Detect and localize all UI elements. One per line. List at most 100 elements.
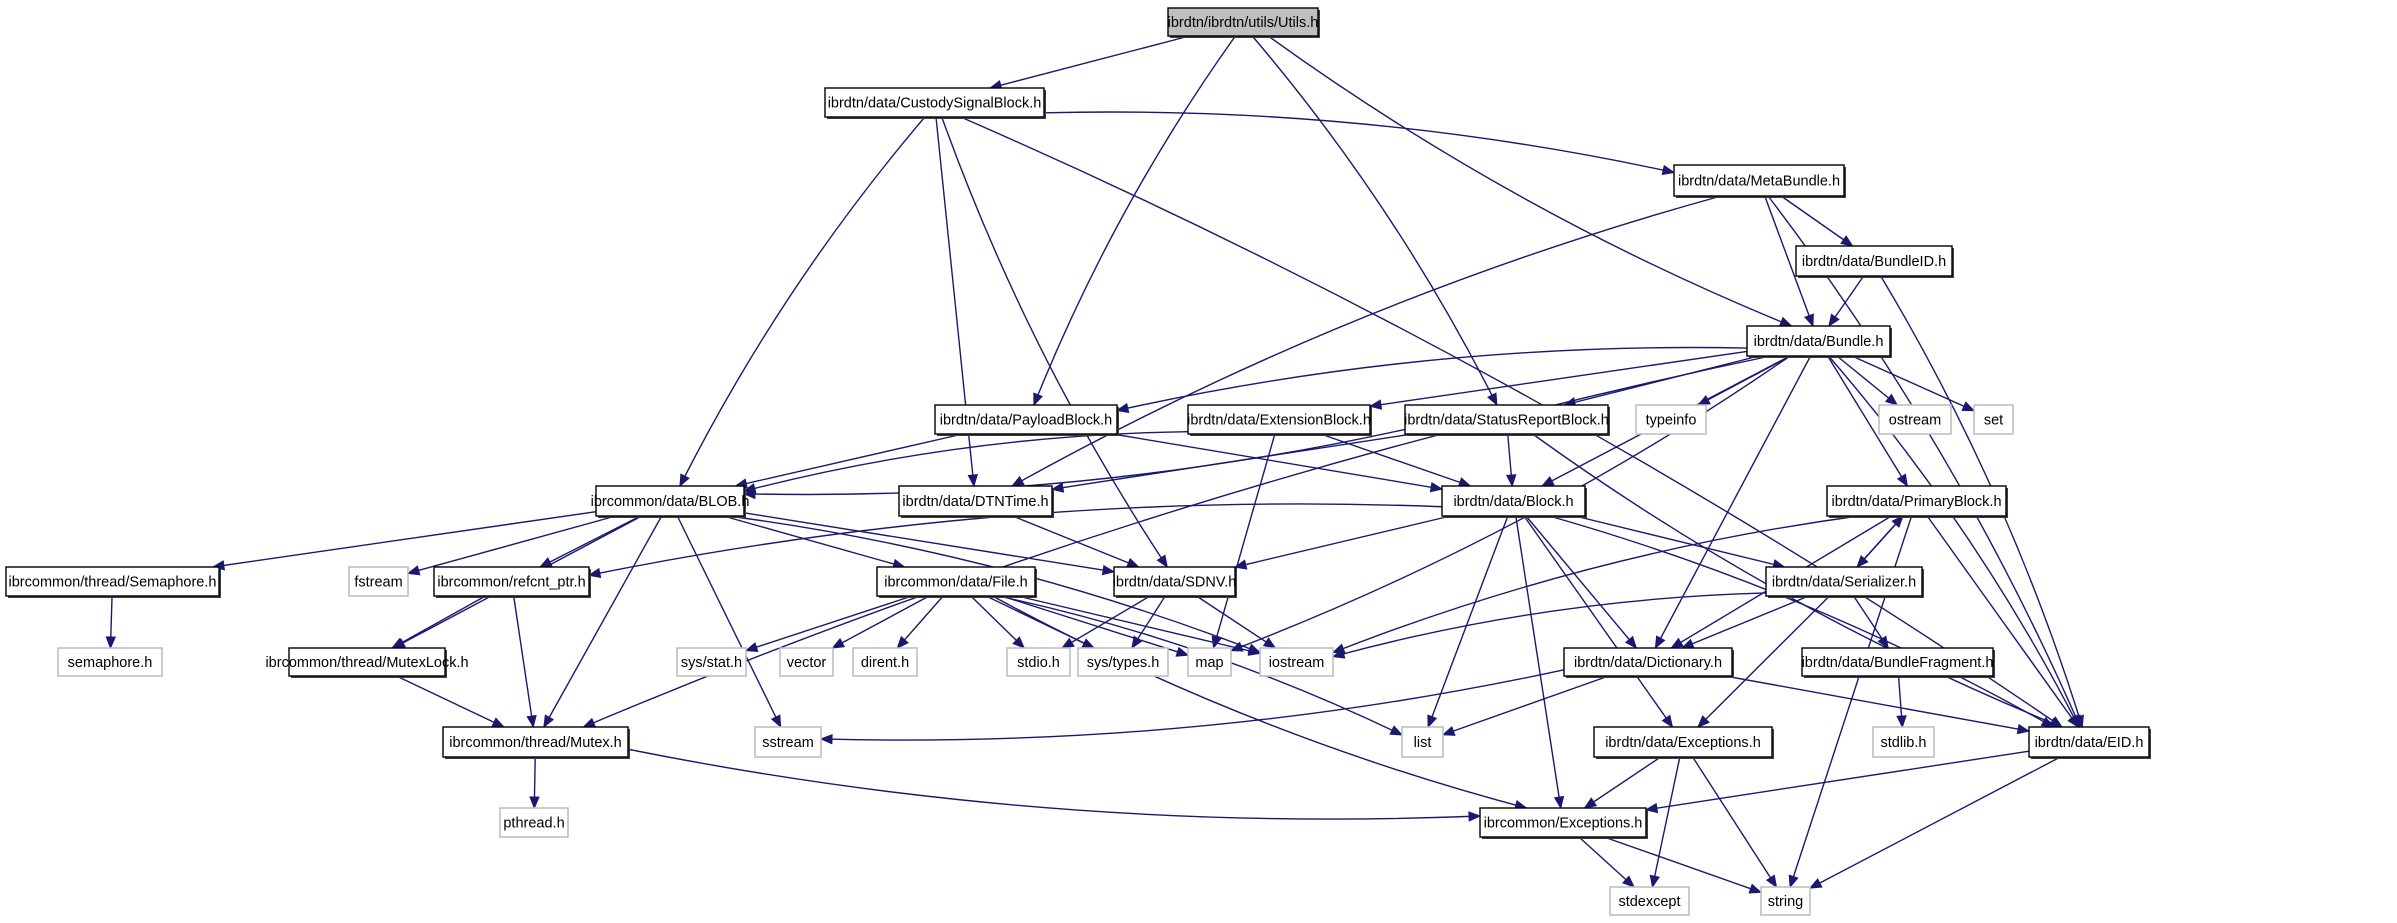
arrowhead-icon bbox=[1804, 313, 1814, 328]
node-sstream: sstream bbox=[754, 726, 822, 758]
node-label: semaphore.h bbox=[68, 655, 153, 671]
arrowhead-icon bbox=[1061, 637, 1075, 649]
arrowhead-icon bbox=[1808, 878, 1823, 889]
node-label: map bbox=[1195, 655, 1223, 671]
node-label: sstream bbox=[762, 735, 814, 751]
edge-file-to-vector bbox=[832, 595, 930, 649]
node-label: pthread.h bbox=[503, 816, 564, 832]
node-semaphore[interactable]: ibrcommon/thread/Semaphore.h bbox=[5, 566, 221, 598]
edge-file-to-sysstat bbox=[745, 595, 913, 652]
node-file[interactable]: ibrcommon/data/File.h bbox=[876, 566, 1037, 598]
node-label: ibrcommon/refcnt_ptr.h bbox=[437, 575, 585, 591]
node-label: fstream bbox=[354, 575, 402, 591]
edge-bundle-to-mutex bbox=[583, 355, 1771, 728]
node-box bbox=[754, 726, 822, 758]
node-dataexc[interactable]: ibrdtn/data/Exceptions.h bbox=[1593, 726, 1774, 759]
arrowhead-icon bbox=[742, 488, 756, 500]
node-fragment[interactable]: ibrdtn/data/BundleFragment.h bbox=[1801, 647, 1995, 678]
node-label: ibrdtn/data/CustodySignalBlock.h bbox=[828, 96, 1042, 112]
arrowhead-icon bbox=[406, 565, 421, 576]
node-box bbox=[1401, 726, 1444, 758]
node-stdio: stdio.h bbox=[1006, 647, 1071, 677]
edge-utils-to-statusreport bbox=[1251, 35, 1498, 406]
arrowhead-icon bbox=[1011, 475, 1025, 487]
edge-blob-to-file bbox=[723, 515, 905, 568]
node-box bbox=[288, 647, 446, 677]
node-box bbox=[595, 485, 745, 517]
node-box bbox=[1259, 647, 1334, 677]
node-box bbox=[824, 87, 1045, 118]
edge-refcnt-to-mutexlock bbox=[391, 595, 486, 649]
node-box bbox=[1077, 647, 1169, 677]
node-dictionary[interactable]: ibrdtn/data/Dictionary.h bbox=[1563, 647, 1734, 678]
edge-payload-to-block bbox=[1112, 433, 1443, 490]
node-commonexc[interactable]: ibrcommon/Exceptions.h bbox=[1479, 807, 1648, 839]
arrowhead-icon bbox=[770, 714, 782, 729]
node-blob[interactable]: ibrcommon/data/BLOB.h bbox=[591, 485, 750, 518]
node-bundleid[interactable]: ibrdtn/data/BundleID.h bbox=[1795, 245, 1954, 278]
node-box bbox=[1746, 325, 1891, 357]
node-custody[interactable]: ibrdtn/data/CustodySignalBlock.h bbox=[824, 87, 1046, 119]
node-payload[interactable]: ibrdtn/data/PayloadBlock.h bbox=[934, 404, 1119, 436]
edge-statusreport-to-blob bbox=[743, 428, 1406, 496]
arrowhead-icon bbox=[1624, 635, 1638, 650]
node-label: ibrcommon/thread/Semaphore.h bbox=[9, 575, 217, 591]
arrowhead-icon bbox=[819, 733, 833, 745]
node-box bbox=[1113, 566, 1236, 597]
node-block[interactable]: ibrdtn/data/Block.h bbox=[1441, 485, 1587, 518]
node-label: set bbox=[1984, 413, 2003, 429]
arrowhead-icon bbox=[1896, 715, 1907, 729]
node-dirent: dirent.h bbox=[852, 647, 918, 677]
edge-file-to-commonexc bbox=[992, 595, 1527, 809]
node-box bbox=[348, 566, 409, 597]
edge-statusreport-to-dtntime bbox=[1051, 433, 1413, 490]
node-label: ibrdtn/data/ExtensionBlock.h bbox=[1187, 413, 1371, 429]
edge-primary-to-eid bbox=[1926, 515, 2079, 728]
arrowhead-icon bbox=[1506, 474, 1517, 488]
node-refcnt[interactable]: ibrcommon/refcnt_ptr.h bbox=[433, 566, 591, 598]
node-mutex[interactable]: ibrcommon/thread/Mutex.h bbox=[442, 726, 630, 759]
edge-block-to-serializer bbox=[1574, 515, 1785, 568]
arrowhead-icon bbox=[1033, 392, 1044, 407]
arrowhead-icon bbox=[1126, 557, 1140, 568]
arrowhead-icon bbox=[1891, 515, 1904, 529]
node-statusreport[interactable]: ibrdtn/data/StatusReportBlock.h bbox=[1404, 404, 1610, 436]
node-label: stdexcept bbox=[1618, 894, 1680, 910]
node-bundle[interactable]: ibrdtn/data/Bundle.h bbox=[1746, 325, 1892, 358]
arrowhead-icon bbox=[1175, 646, 1190, 657]
node-box bbox=[1795, 245, 1953, 277]
edge-dataexc-to-stdexcept bbox=[1651, 756, 1681, 888]
node-serializer[interactable]: ibrdtn/data/Serializer.h bbox=[1765, 566, 1924, 598]
arrowhead-icon bbox=[1262, 637, 1277, 649]
node-label: dirent.h bbox=[861, 655, 909, 671]
edge-bundle-to-set bbox=[1851, 355, 1975, 412]
node-dtntime[interactable]: ibrdtn/data/DTNTime.h bbox=[898, 485, 1054, 518]
node-vector: vector bbox=[779, 647, 834, 677]
node-label: vector bbox=[787, 655, 827, 671]
node-mutexlock[interactable]: ibrcommon/thread/MutexLock.h bbox=[265, 647, 469, 678]
node-label: stdlib.h bbox=[1881, 735, 1927, 751]
edge-commonexc-to-string bbox=[1603, 836, 1762, 894]
edge-extension-to-blob bbox=[743, 430, 1189, 492]
node-box bbox=[499, 807, 569, 838]
node-label: ibrcommon/data/BLOB.h bbox=[591, 494, 750, 510]
edge-dictionary-to-eid bbox=[1725, 675, 2030, 732]
node-metabundle[interactable]: ibrdtn/data/MetaBundle.h bbox=[1673, 164, 1846, 198]
edge-sdnv-to-iostream bbox=[1196, 595, 1276, 649]
node-eid[interactable]: ibrdtn/data/EID.h bbox=[2028, 726, 2151, 759]
node-label: string bbox=[1768, 894, 1803, 910]
arrowhead-icon bbox=[587, 567, 602, 579]
edge-blob-to-semaphore bbox=[212, 510, 597, 568]
arrowhead-icon bbox=[1233, 559, 1248, 570]
node-box bbox=[1609, 886, 1690, 916]
edge-file-to-iostream bbox=[1017, 595, 1261, 655]
arrowhead-icon bbox=[1468, 811, 1482, 822]
node-utils[interactable]: ibrdtn/ibrdtn/utils/Utils.h bbox=[1167, 7, 1320, 38]
node-extension[interactable]: ibrdtn/data/ExtensionBlock.h bbox=[1187, 404, 1372, 436]
node-primary[interactable]: ibrdtn/data/PrimaryBlock.h bbox=[1826, 485, 2008, 518]
arrowhead-icon bbox=[1156, 554, 1168, 569]
edge-metabundle-to-bundleid bbox=[1780, 195, 1853, 247]
node-sdnv[interactable]: ibrdtn/data/SDNV.h bbox=[1113, 566, 1237, 598]
arrowhead-icon bbox=[1487, 392, 1498, 407]
